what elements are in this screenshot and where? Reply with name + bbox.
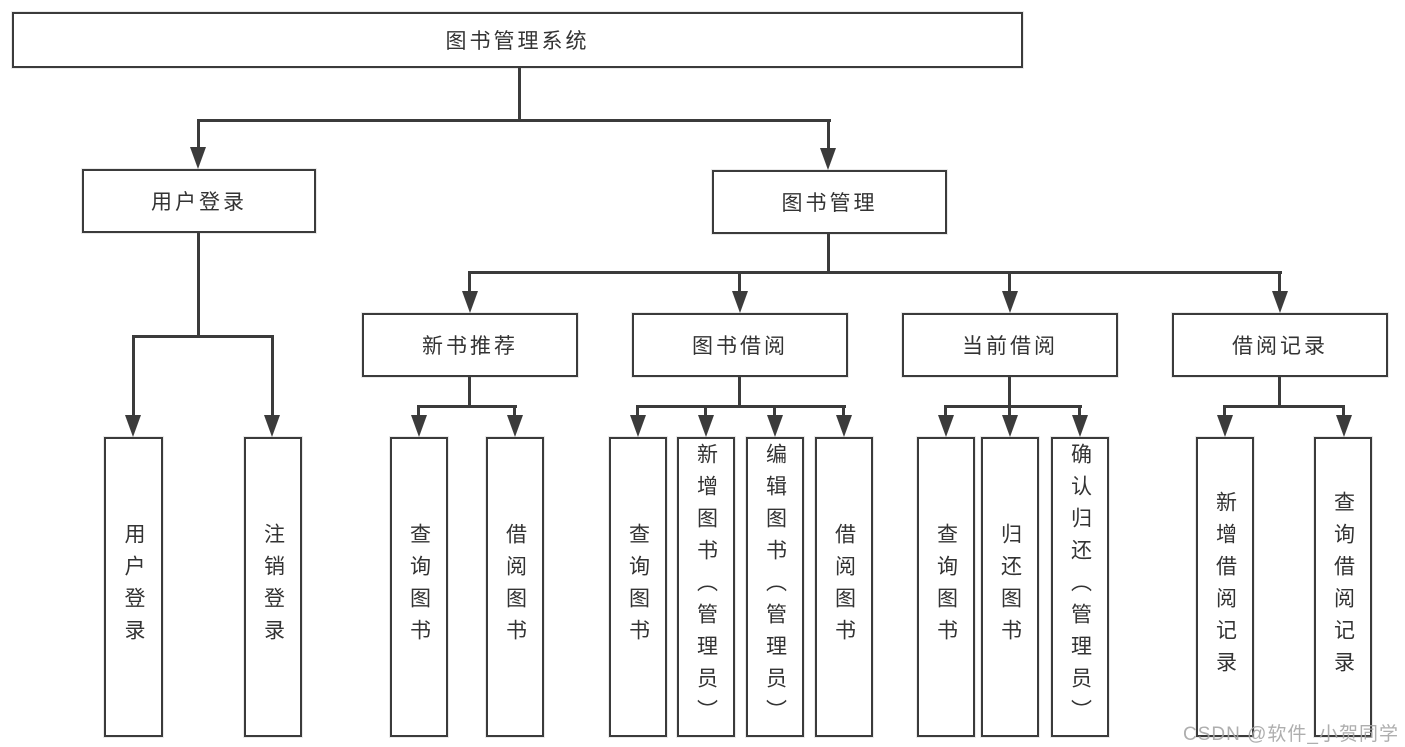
node-new-book-recommend-label: 新书推荐 <box>422 335 518 358</box>
connector-line <box>197 233 200 337</box>
arrow-down-icon <box>630 415 646 437</box>
connector-line <box>197 119 200 155</box>
leaf-borrow-borrow-books: 借阅图书 <box>815 437 873 737</box>
arrow-down-icon <box>698 415 714 437</box>
node-current-borrow-label: 当前借阅 <box>962 335 1058 358</box>
leaf-records-add-record-label: 新增借阅记录 <box>1213 491 1237 683</box>
connector-line <box>1223 405 1226 419</box>
connector-line <box>518 67 521 121</box>
connector-line <box>132 335 135 419</box>
connector-line <box>773 405 776 419</box>
leaf-logout: 注销登录 <box>244 437 302 737</box>
arrow-down-icon <box>1072 415 1088 437</box>
node-current-borrow: 当前借阅 <box>902 313 1118 377</box>
arrow-down-icon <box>820 148 836 170</box>
leaf-borrow-query-books-label: 查询图书 <box>626 523 650 651</box>
connector-line <box>417 405 420 419</box>
connector-line <box>271 335 274 419</box>
leaf-newrec-borrow-books-label: 借阅图书 <box>503 523 527 651</box>
leaf-user-login: 用户登录 <box>104 437 163 737</box>
connector-line <box>417 405 517 408</box>
arrow-down-icon <box>507 415 523 437</box>
leaf-user-login-label: 用户登录 <box>122 523 145 651</box>
node-book-mgmt-system-label: 图书管理系统 <box>445 30 590 53</box>
connector-line <box>1008 405 1011 419</box>
arrow-down-icon <box>190 147 206 169</box>
leaf-records-add-record: 新增借阅记录 <box>1196 437 1254 737</box>
node-book-mgmt-system: 图书管理系统 <box>12 12 1023 68</box>
arrow-down-icon <box>411 415 427 437</box>
leaf-current-confirm-return-admin-label: 确认归还（管理员） <box>1068 443 1092 731</box>
arrow-down-icon <box>1002 415 1018 437</box>
leaf-borrow-add-books-admin-label: 新增图书（管理员） <box>694 443 718 731</box>
connector-line <box>468 377 471 408</box>
arrow-down-icon <box>462 291 478 313</box>
leaf-newrec-borrow-books: 借阅图书 <box>486 437 544 737</box>
node-user-login-label: 用户登录 <box>151 191 247 214</box>
leaf-records-query-record: 查询借阅记录 <box>1314 437 1372 737</box>
leaf-current-return-books: 归还图书 <box>981 437 1039 737</box>
node-book-borrow-label: 图书借阅 <box>692 335 788 358</box>
node-book-mgmt-label: 图书管理 <box>781 192 878 215</box>
node-new-book-recommend: 新书推荐 <box>362 313 578 377</box>
connector-line <box>1223 405 1345 408</box>
node-book-mgmt: 图书管理 <box>712 170 947 234</box>
connector-line <box>944 405 947 419</box>
leaf-borrow-add-books-admin: 新增图书（管理员） <box>677 437 735 737</box>
arrow-down-icon <box>1217 415 1233 437</box>
arrow-down-icon <box>1272 291 1288 313</box>
arrow-down-icon <box>732 291 748 313</box>
arrow-down-icon <box>767 415 783 437</box>
connector-line <box>636 405 846 408</box>
connector-line <box>636 405 639 419</box>
leaf-borrow-borrow-books-label: 借阅图书 <box>832 523 856 651</box>
connector-line <box>1008 377 1011 408</box>
leaf-current-query-books: 查询图书 <box>917 437 975 737</box>
arrow-down-icon <box>1002 291 1018 313</box>
leaf-current-query-books-label: 查询图书 <box>934 523 958 651</box>
connector-line <box>1008 271 1011 296</box>
leaf-borrow-edit-books-admin-label: 编辑图书（管理员） <box>763 443 787 731</box>
leaf-records-query-record-label: 查询借阅记录 <box>1331 491 1355 683</box>
leaf-borrow-edit-books-admin: 编辑图书（管理员） <box>746 437 804 737</box>
leaf-logout-label: 注销登录 <box>261 523 285 651</box>
leaf-borrow-query-books: 查询图书 <box>609 437 667 737</box>
connector-line <box>468 271 471 296</box>
arrow-down-icon <box>264 415 280 437</box>
connector-line <box>1278 377 1281 408</box>
connector-line <box>1278 271 1281 296</box>
arrow-down-icon <box>1336 415 1352 437</box>
connector-line <box>827 119 830 155</box>
leaf-current-return-books-label: 归还图书 <box>998 523 1022 651</box>
node-user-login: 用户登录 <box>82 169 316 233</box>
arrow-down-icon <box>938 415 954 437</box>
leaf-current-confirm-return-admin: 确认归还（管理员） <box>1051 437 1109 737</box>
connector-line <box>513 405 516 419</box>
connector-line <box>704 405 707 419</box>
connector-line <box>197 119 831 122</box>
connector-line <box>738 377 741 408</box>
leaf-newrec-query-books-label: 查询图书 <box>407 523 431 651</box>
arrow-down-icon <box>125 415 141 437</box>
connector-line <box>468 271 1282 274</box>
connector-line <box>132 335 274 338</box>
node-borrow-records: 借阅记录 <box>1172 313 1388 377</box>
connector-line <box>1342 405 1345 419</box>
arrow-down-icon <box>836 415 852 437</box>
node-book-borrow: 图书借阅 <box>632 313 848 377</box>
connector-line <box>738 271 741 296</box>
csdn-watermark: CSDN @软件_小贺同学 <box>1183 724 1399 745</box>
connector-line <box>1078 405 1081 419</box>
leaf-newrec-query-books: 查询图书 <box>390 437 448 737</box>
connector-line <box>827 234 830 274</box>
connector-line <box>842 405 845 419</box>
connector-line <box>944 405 1082 408</box>
node-borrow-records-label: 借阅记录 <box>1232 335 1328 358</box>
